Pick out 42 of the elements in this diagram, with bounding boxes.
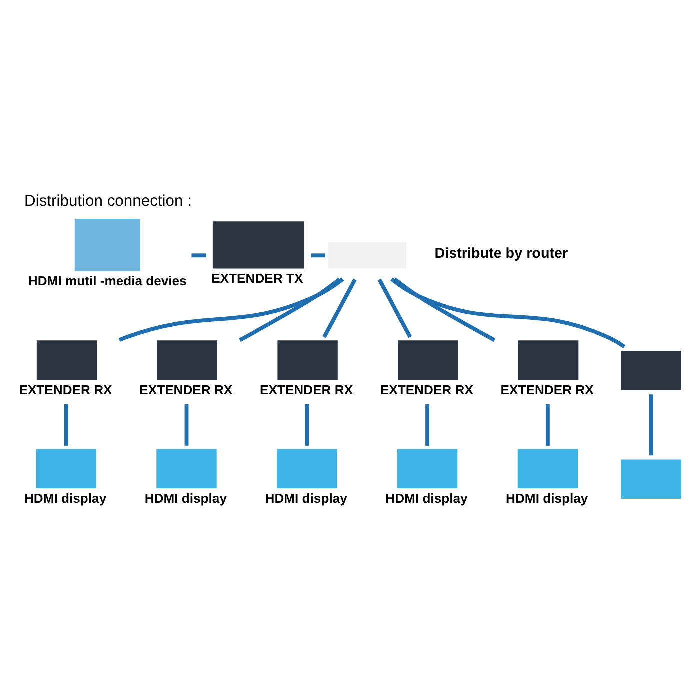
node-label: EXTENDER RX (140, 382, 233, 397)
label: Distribute by router (434, 245, 568, 262)
node-box (518, 448, 578, 488)
connector (546, 404, 550, 446)
node-box (397, 448, 458, 488)
connector (390, 277, 626, 348)
diagram-title: Distribution connection : (24, 192, 192, 210)
node-label: HDMI display (24, 490, 107, 506)
connector (192, 253, 206, 258)
node-box (518, 340, 579, 380)
connector (649, 394, 654, 456)
connector (311, 253, 326, 258)
node-box (278, 340, 338, 380)
node-box (621, 459, 682, 499)
connector (322, 278, 357, 338)
node-label: HDMI display (265, 490, 348, 506)
node-label: EXTENDER RX (19, 382, 112, 397)
node-box (212, 221, 305, 268)
node-label: EXTENDER RX (500, 382, 594, 397)
connector (426, 404, 430, 446)
node-label: HDMI display (506, 490, 588, 506)
connector (394, 277, 496, 342)
connector (64, 404, 68, 446)
node-box (36, 340, 98, 380)
connector (184, 404, 189, 446)
node-label: EXTENDER RX (380, 382, 474, 397)
node-box (36, 448, 96, 488)
node-label: HDMI display (386, 490, 468, 506)
node-label: EXTENDER TX (212, 270, 304, 286)
connector (305, 404, 310, 446)
node-box (398, 340, 458, 380)
node-box (157, 340, 218, 380)
connector (378, 278, 412, 338)
node-label: EXTENDER RX (260, 382, 354, 397)
node-label: HDMI display (144, 490, 228, 506)
node-box (621, 350, 682, 390)
node-label: HDMI mutil -media devies (28, 273, 187, 288)
connector (118, 277, 344, 342)
node-box (74, 218, 140, 271)
node-box (277, 448, 338, 488)
node-box (156, 448, 217, 488)
connector (239, 277, 342, 342)
